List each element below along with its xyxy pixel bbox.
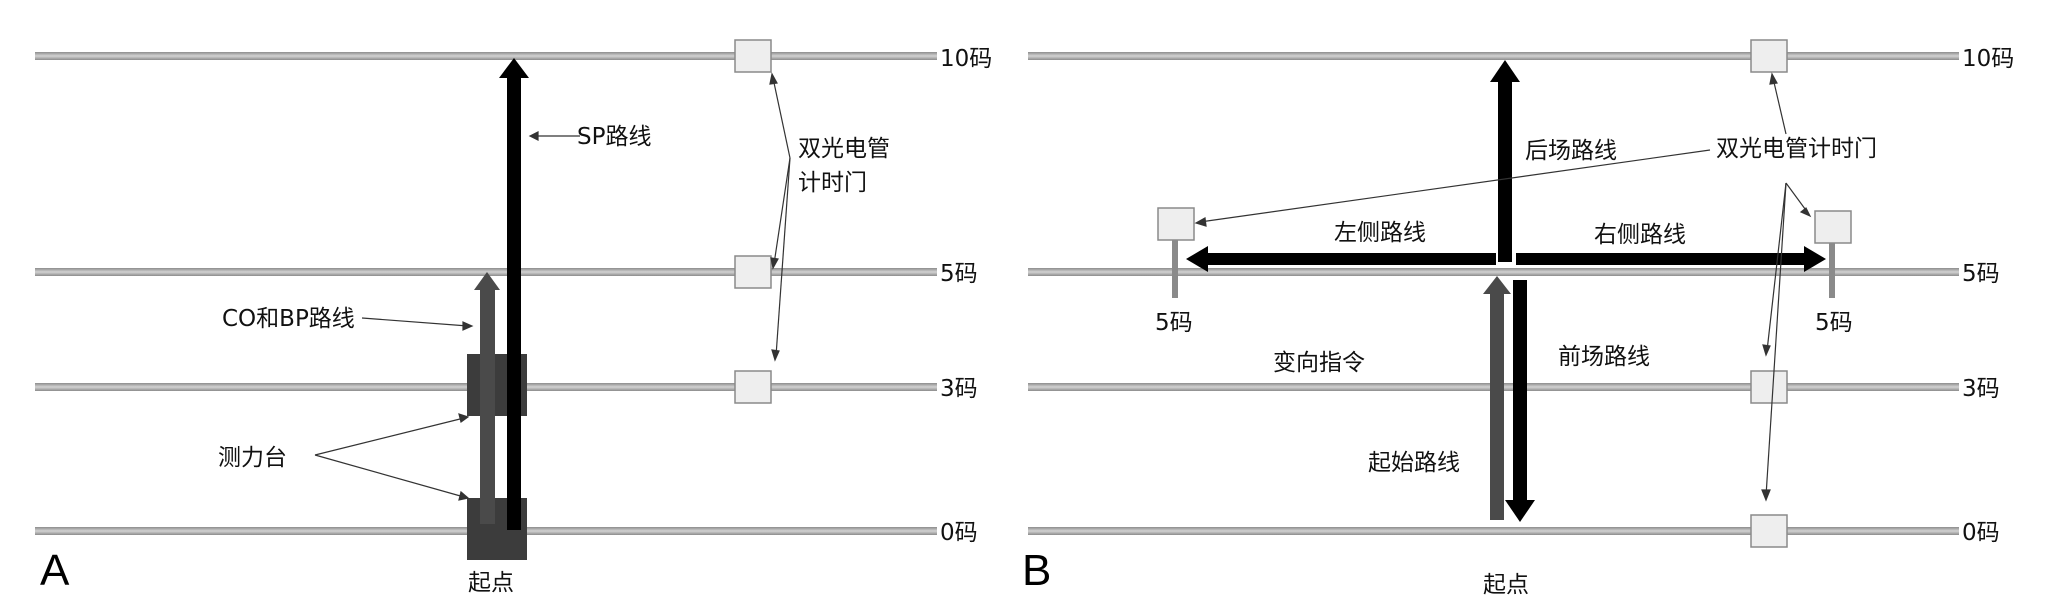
- co-bp-route-arrowhead: [474, 272, 500, 290]
- right-route-arrowhead: [1804, 246, 1826, 272]
- panel-letter-a: A: [40, 546, 70, 595]
- right-route-label: 右侧路线: [1594, 222, 1686, 248]
- left-gate-yard-label: 5码: [1155, 310, 1193, 336]
- track-b-10-yard: [1028, 52, 1959, 60]
- start-route-shaft: [1490, 292, 1504, 520]
- sp-route-shaft: [507, 76, 521, 530]
- timing-gate-5-yard: [734, 255, 772, 289]
- front-route-arrowhead: [1505, 500, 1535, 522]
- front-route-label: 前场路线: [1558, 344, 1650, 370]
- leader-lines-a: [314, 72, 791, 501]
- co-bp-route-label: CO和BP路线: [222, 306, 355, 332]
- left-route-label: 左侧路线: [1334, 220, 1426, 246]
- timing-gate-b-10-yard: [1750, 39, 1788, 73]
- timing-gate-b-0-yard: [1750, 514, 1788, 548]
- gate-label-b: 双光电管计时门: [1716, 136, 1877, 162]
- yard-label-3: 3码: [940, 376, 978, 402]
- yard-label-b-5: 5码: [1962, 261, 2000, 287]
- sp-route-label: SP路线: [577, 124, 651, 150]
- yard-label-0: 0码: [940, 520, 978, 546]
- gate-label-a-line1: 双光电管: [798, 136, 890, 162]
- panel-a: 10码 5码 3码 0码: [35, 39, 992, 596]
- back-route-shaft: [1498, 80, 1512, 262]
- yard-label-5: 5码: [940, 261, 978, 287]
- right-gate-yard-label: 5码: [1815, 310, 1853, 336]
- leader-lines-b: [1194, 72, 1812, 502]
- back-route-arrowhead: [1490, 60, 1520, 82]
- yard-label-b-3: 3码: [1962, 376, 2000, 402]
- start-point-label-b: 起点: [1483, 572, 1529, 598]
- right-gate-post: [1829, 238, 1835, 298]
- co-bp-route-shaft: [480, 288, 495, 524]
- yard-label-b-10: 10码: [1962, 46, 2014, 72]
- left-route-arrowhead: [1186, 246, 1208, 272]
- yard-label-10: 10码: [940, 46, 992, 72]
- direction-cue-label: 变向指令: [1273, 350, 1365, 376]
- force-plate-label: 测力台: [218, 445, 287, 471]
- panel-letter-b: B: [1022, 546, 1051, 595]
- sp-route-arrowhead: [499, 58, 529, 78]
- front-route-shaft: [1513, 280, 1527, 502]
- back-route-label: 后场路线: [1525, 138, 1617, 164]
- yard-label-b-0: 0码: [1962, 520, 2000, 546]
- timing-gate-10-yard: [734, 39, 772, 73]
- left-side-timing-gate: [1157, 207, 1195, 241]
- start-route-label: 起始路线: [1368, 450, 1460, 476]
- track-b-5-yard: [1028, 268, 1959, 276]
- timing-gate-b-3-yard: [1750, 370, 1788, 404]
- track-b-0-yard: [1028, 527, 1959, 535]
- panel-b: 10码 5码 3码 0码: [1022, 39, 2014, 598]
- start-point-label-a: 起点: [468, 570, 514, 596]
- gate-label-a-line2: 计时门: [798, 170, 867, 196]
- right-route-shaft: [1516, 253, 1806, 265]
- track-5-yard: [35, 268, 937, 276]
- right-side-timing-gate: [1814, 210, 1852, 244]
- start-route-arrowhead: [1483, 276, 1511, 294]
- timing-gate-3-yard: [734, 370, 772, 404]
- left-route-shaft: [1206, 253, 1496, 265]
- track-10-yard: [35, 52, 937, 60]
- left-gate-post: [1172, 238, 1178, 298]
